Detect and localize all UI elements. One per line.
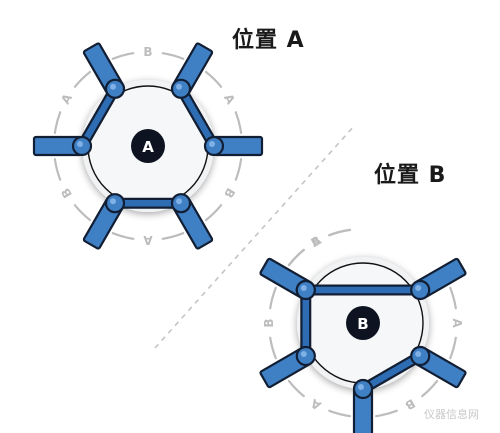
port-node-highlight [176,83,182,90]
ring-dash [204,70,223,88]
port-node-highlight [300,285,307,291]
ring-dash [234,111,243,134]
ring-label: B [58,186,75,201]
center-badge [131,129,165,163]
port-node-highlight [415,351,422,357]
ring-dash [269,286,277,310]
port-node-highlight [358,384,364,390]
ring-label: B [262,318,276,327]
ring-dash [111,52,135,60]
port-node-highlight [176,198,182,205]
center-badge-label: B [357,315,368,333]
port-node-highlight [209,141,215,147]
ring-label: A [450,318,464,328]
ring-dash [328,409,351,418]
ring-dash [328,228,351,237]
ring-label: A [58,91,75,107]
port-node-highlight [110,198,116,205]
ring-label: A [143,233,153,247]
ring-dash [204,204,223,222]
channel [177,85,218,150]
port-node-highlight [415,285,422,291]
ring-dash [161,232,185,240]
ring-dash [287,248,305,267]
ring-dash [421,379,439,398]
center-badge-label: A [142,138,154,156]
channel [359,352,424,393]
ring-dash [269,336,277,360]
ring-dash [53,158,62,181]
ring-label: A [308,396,324,413]
ring-dash [449,336,457,360]
watermark-text: 仪器信息网 [424,407,479,421]
port-node-highlight [300,351,307,357]
ring-dash [449,286,457,310]
port-node-highlight [77,141,83,147]
valve-position-a: B A B A B A A [32,42,264,250]
ring-dash [287,379,305,398]
caption-position-a: 位置 A [232,28,305,53]
ring-label: B [221,186,238,201]
ring-dash [161,52,185,60]
ring-dash [111,232,135,240]
caption-position-b: 位置 B [374,163,447,188]
ring-label: B [143,45,152,59]
ring-dash [73,70,92,88]
ring-label: A [308,233,324,250]
ring-dash [234,158,243,181]
ring-label: A [221,91,238,107]
ring-label: B [403,396,418,413]
channel [78,85,119,150]
ring-dash [73,204,92,222]
port-node-highlight [110,83,116,90]
ring-dash [375,409,398,418]
ring-dash [53,111,62,134]
center-badge [346,306,380,340]
